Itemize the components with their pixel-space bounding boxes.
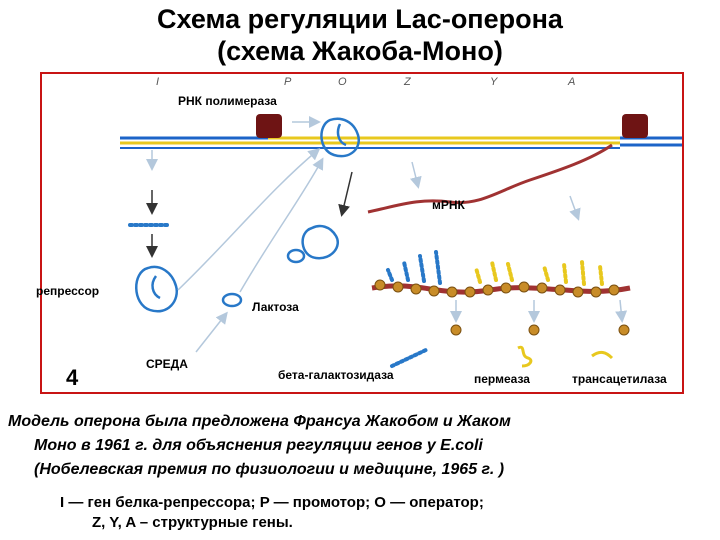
- nascent-chains-yellow: [474, 260, 604, 286]
- note-line-1: Модель оперона была предложена Франсуа Ж…: [8, 413, 511, 430]
- free-repressor: [135, 265, 179, 313]
- note-line-3: (Нобелевская премия по физиологии и меди…: [34, 461, 505, 478]
- title-line-1: Схема регуляции Lac-оперона: [157, 4, 563, 34]
- title-line-2: (схема Жакоба-Моно): [217, 36, 503, 66]
- permease-protein: [517, 345, 533, 368]
- gene-letter-a: A: [568, 76, 576, 88]
- gene-letter-z: Z: [404, 76, 411, 88]
- rna-polymerase-right: [622, 114, 648, 138]
- process-arrows: [177, 148, 581, 353]
- legend-line-2: Z, Y, A – структурные гены.: [92, 514, 293, 531]
- legend-line-1: I — ген белка-репрессора; P — промотор; …: [60, 494, 484, 511]
- label-beta-galactosidase: бета-галактозидаза: [278, 368, 394, 382]
- label-environment: СРЕДА: [146, 357, 188, 371]
- label-permease: пермеаза: [474, 372, 530, 386]
- repressor-on-operator: [320, 117, 361, 158]
- nascent-chains-blue: [386, 250, 442, 285]
- lactose-molecule: [221, 292, 243, 308]
- figure-number: 4: [66, 365, 79, 390]
- label-lactose: Лактоза: [252, 300, 299, 314]
- repressor-release-arrow: [338, 171, 353, 217]
- label-transacetylase: трансацетилаза: [572, 372, 667, 386]
- transacetylase-protein: [591, 350, 614, 360]
- diagram-frame: [40, 72, 684, 394]
- rna-polymerase-left: [256, 114, 282, 138]
- bound-lactose: [286, 248, 306, 264]
- gene-letter-p: P: [284, 76, 292, 88]
- released-arrows: [450, 299, 628, 323]
- ribosomes: [374, 279, 620, 298]
- label-rna-polymerase: РНК полимераза: [178, 94, 277, 108]
- gene-letter-y: Y: [490, 76, 498, 88]
- mrna-strand: [367, 143, 613, 214]
- released-ribosomes: [450, 324, 630, 336]
- beta-galactosidase-chain: [390, 348, 428, 368]
- note-line-2: Моно в 1961 г. для объяснения регуляции …: [34, 437, 483, 454]
- dna-strand: [120, 136, 682, 149]
- label-repressor: репрессор: [36, 284, 100, 298]
- label-mrna: мРНК: [432, 198, 465, 212]
- gene-letter-i: I: [156, 76, 160, 88]
- repressor-lactose-complex: [301, 224, 339, 260]
- gene-letter-o: O: [338, 76, 347, 88]
